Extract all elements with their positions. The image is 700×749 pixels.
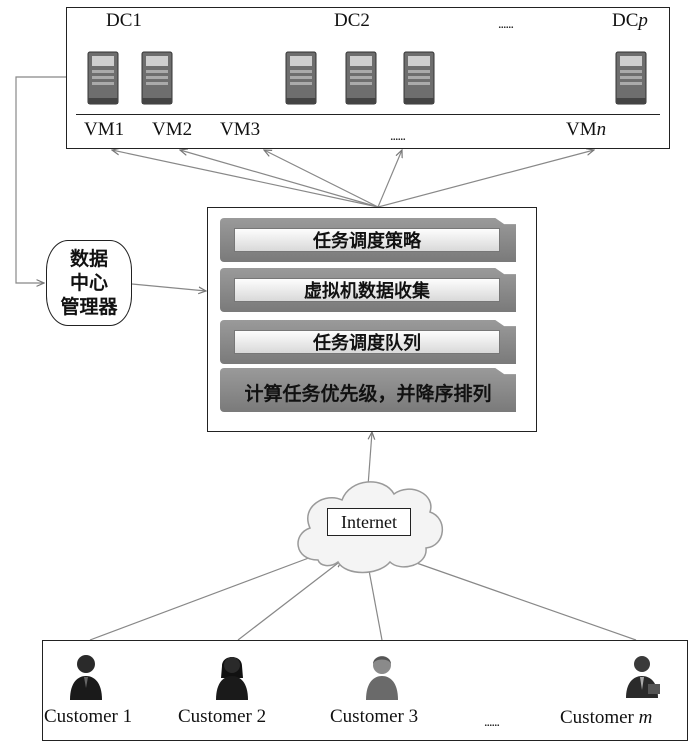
arrow-to-vmn [377,150,594,208]
server-icon [345,51,377,105]
arrow-c3-to-internet [368,565,383,641]
customer-icon [70,655,102,700]
arrow-manager-to-scheduler [131,283,206,291]
vm-divider-line [76,114,660,115]
manager-line-2: 中心 [69,272,108,294]
arrow-c2-to-internet [237,560,342,641]
manager-line-3: 管理器 [60,296,118,318]
dcp-label: DCp [612,10,648,31]
customer-icon [216,657,248,700]
customer-3-label: Customer 3 [330,706,419,727]
vm2-label: VM2 [152,119,193,140]
step-label: 任务调度队列 [234,330,500,354]
arrow-to-vm2 [180,150,379,208]
step-scheduling-queue: 任务调度队列 [220,320,516,364]
vm-ellipsis: ...... [390,129,406,144]
customer-ellipsis: ...... [484,715,500,730]
step-label: 计算任务优先级，并降序排列 [244,382,492,405]
step-label: 虚拟机数据收集 [234,278,500,302]
manager-line-1: 数据 [69,248,108,270]
customer-icon [366,656,398,700]
vm1-label: VM1 [84,119,125,140]
customer-2-label: Customer 2 [178,706,267,727]
customer-icon [626,656,660,698]
arrow-to-vm-dots [377,150,402,208]
arrow-cm-to-internet [408,560,637,641]
arrow-to-vm3 [264,150,379,208]
arrow-internet-to-scheduler [367,432,372,487]
vmn-label: VMn [566,119,607,140]
step-vm-data-collection: 虚拟机数据收集 [220,268,516,312]
server-icon [141,51,173,105]
customer-1-label: Customer 1 [44,706,133,727]
datacenter-manager: 数据 中心 管理器 [46,240,132,326]
step-priority-sorting: 计算任务优先级，并降序排列 [220,368,516,412]
arrow-c1-to-internet [89,553,322,641]
server-icon [403,51,435,105]
server-icon [285,51,317,105]
dc2-label: DC2 [334,10,370,31]
vm3-label: VM3 [220,119,261,140]
server-icon [615,51,647,105]
step-scheduling-strategy: 任务调度策略 [220,218,516,262]
step-label: 任务调度策略 [234,228,500,252]
customers-box [42,640,688,741]
line-dc-to-manager [15,76,66,283]
internet-label: Internet [327,508,411,536]
customer-m-label: Customer m [560,707,653,728]
dc1-label: DC1 [106,10,142,31]
arrow-to-vm1 [112,150,379,208]
server-icon [87,51,119,105]
dc-ellipsis: ...... [498,17,514,32]
